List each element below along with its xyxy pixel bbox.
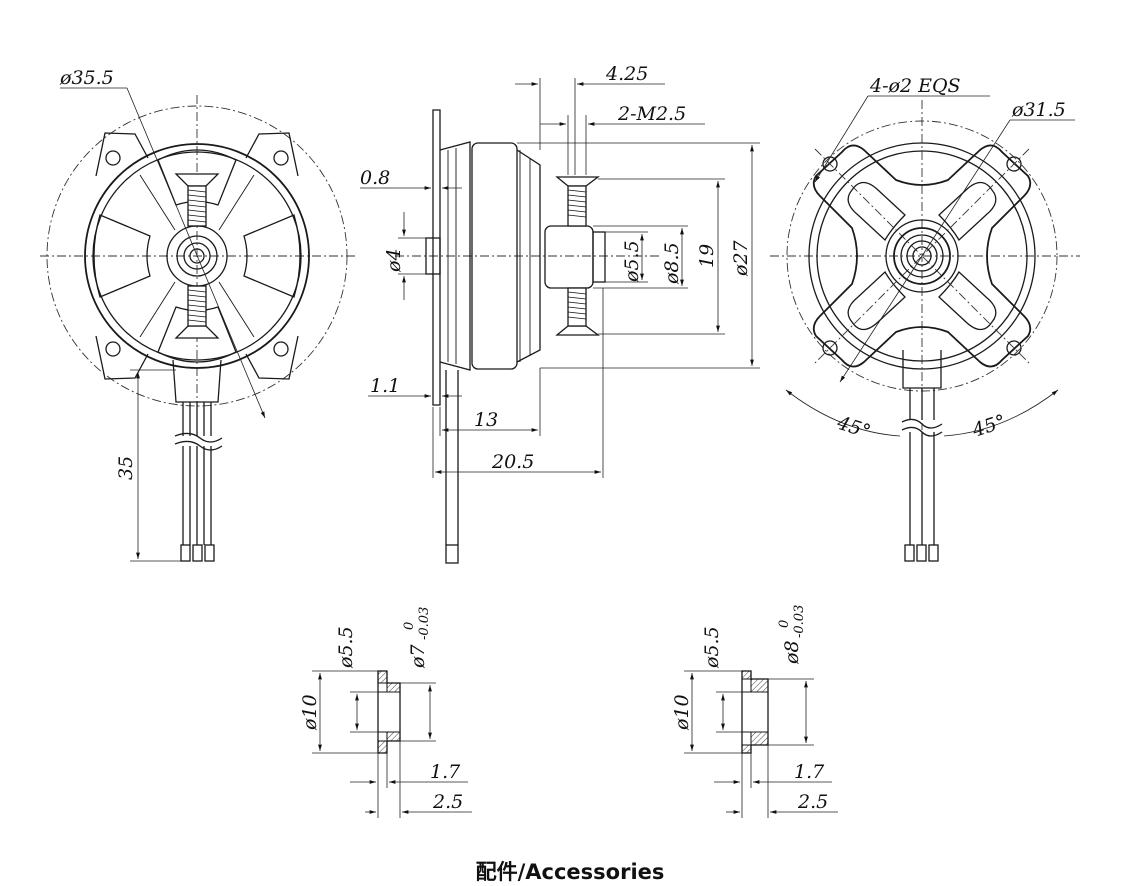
acc-a-inner-dia-label: ø5.5 [335,626,357,669]
stator-dia-label: ø27 [730,239,752,277]
acc-b-tol-upper: 0 [777,620,792,628]
acc-a-flange-dia-label: ø10 [299,694,321,731]
side-view: 4.25 2-M2.5 0.8 ø4 1.1 13 20.5 [360,63,760,564]
acc-b-tol-lower: -0.03 [792,605,807,638]
shaft-gap-label: 4.25 [605,63,648,85]
flange-thickness-label: 0.8 [360,167,390,189]
front-mount-lugs [95,132,299,380]
front-screws [174,173,220,339]
angle-left-label: 45° [834,412,874,444]
acc-b-length-label: 2.5 [797,791,828,813]
front-view: ø35.5 35 [40,67,355,562]
acc-b-outer-dia-label: ø8 [781,640,803,665]
acc-b-inner-dia-label: ø5.5 [701,626,723,669]
acc-a-tol-upper: 0 [402,622,417,630]
accessories-caption: 配件/Accessories [475,860,665,884]
screw-pitch-label: 19 [696,244,718,268]
body-length-label: 13 [474,409,498,431]
acc-b-flange-dia-label: ø10 [671,694,693,731]
acc-a-outer-dia-label: ø7 [407,644,429,669]
cable-length-label: 35 [115,456,137,480]
accessory-a: ø10 ø5.5 ø7 0 -0.03 1.7 2.5 [299,607,472,818]
rear-view: 4-ø2 EQS ø31.5 45° 45° [770,75,1080,562]
acc-b-step-label: 1.7 [794,761,825,783]
front-outer-dia-label: ø35.5 [59,67,114,89]
mount-thickness-label: 1.1 [370,375,400,397]
shaft-dia-label: ø4 [383,248,405,273]
acc-a-tol-lower: -0.03 [417,607,432,640]
hub-dia-label: ø5.5 [621,240,643,283]
total-length-label: 20.5 [491,451,534,473]
holes-label: 4-ø2 EQS [869,75,961,97]
hole-pcd-label: ø31.5 [1011,99,1066,121]
acc-a-length-label: 2.5 [432,791,463,813]
acc-a-step-label: 1.7 [430,761,461,783]
angle-right-label: 45° [969,410,1009,442]
screw-spec-label: 2-M2.5 [617,103,686,125]
boss-dia-label: ø8.5 [661,242,683,285]
accessory-b: ø10 ø5.5 ø8 0 -0.03 1.7 2.5 [671,605,838,818]
